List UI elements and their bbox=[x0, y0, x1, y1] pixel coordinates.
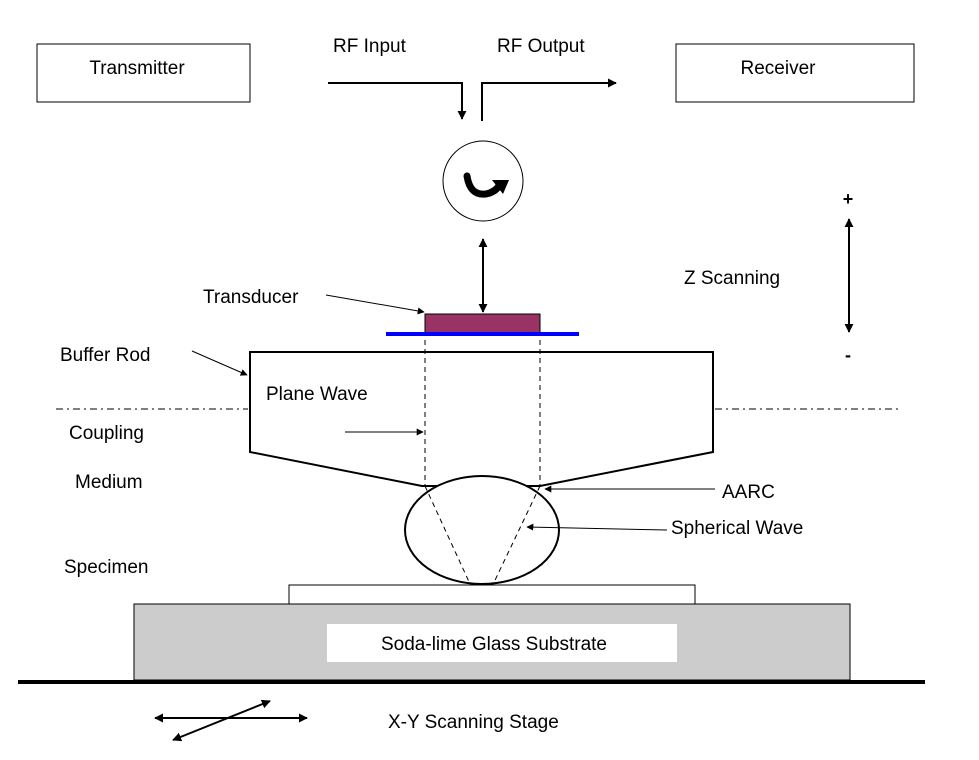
circular-arrow-icon bbox=[463, 172, 509, 198]
z-minus-sign: - bbox=[845, 345, 851, 365]
circulator bbox=[442, 140, 524, 222]
rf-input-arrow bbox=[328, 82, 467, 120]
buffer-rod bbox=[249, 351, 714, 487]
receiver-box bbox=[675, 43, 915, 103]
transmitter-label: Transmitter bbox=[89, 58, 185, 79]
transducer-pointer bbox=[325, 294, 425, 315]
substrate-label-box bbox=[327, 624, 677, 662]
receiver-label: Receiver bbox=[741, 58, 817, 79]
rf-output-label: RF Output bbox=[497, 36, 585, 57]
spherical-wave-line-right bbox=[486, 485, 541, 598]
spherical-wave-line-left bbox=[424, 485, 477, 598]
buffer-rod-label: Buffer Rod bbox=[60, 345, 150, 366]
spherical-wave-pointer bbox=[526, 523, 668, 531]
transmitter-box bbox=[36, 43, 251, 103]
buffer-rod-pointer bbox=[191, 350, 248, 376]
aarc-lens bbox=[404, 475, 560, 585]
specimen-label: Specimen bbox=[64, 557, 149, 578]
y-scanning-arrow bbox=[172, 699, 271, 742]
transducer bbox=[424, 313, 541, 334]
plane-wave-label: Plane Wave bbox=[266, 384, 368, 405]
rf-input-label: RF Input bbox=[333, 36, 407, 57]
spherical-wave-label: Spherical Wave bbox=[671, 518, 803, 539]
z-scanning-label: Z Scanning bbox=[684, 268, 780, 289]
specimen-film bbox=[288, 584, 696, 605]
xy-stage-label: X-Y Scanning Stage bbox=[388, 712, 559, 733]
medium-label: Medium bbox=[75, 472, 143, 493]
transducer-label: Transducer bbox=[203, 287, 299, 308]
z-plus-sign: + bbox=[843, 189, 854, 209]
rf-output-arrow bbox=[481, 78, 617, 121]
substrate-label: Soda-lime Glass Substrate bbox=[381, 634, 607, 655]
coupling-label: Coupling bbox=[69, 423, 144, 444]
aarc-label: AARC bbox=[722, 482, 775, 503]
